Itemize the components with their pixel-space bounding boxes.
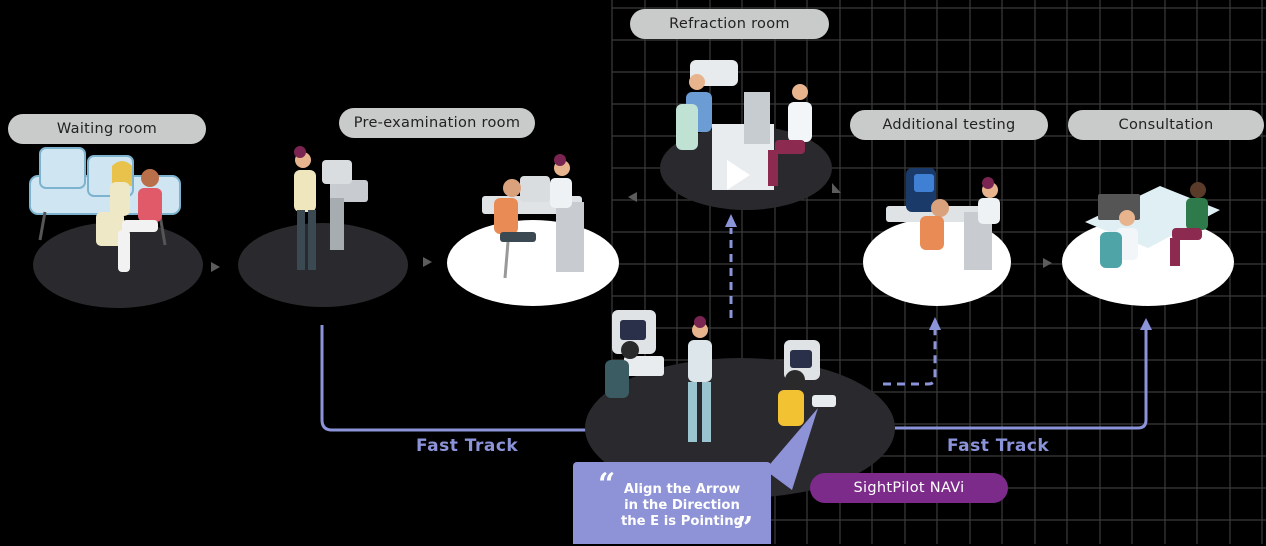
waiting-room-label: Waiting room	[8, 114, 206, 144]
navi-illustration	[605, 310, 836, 442]
dashed-arrow-additional	[883, 330, 937, 386]
pre-exam-dark-illustration	[294, 146, 368, 270]
instruction-quote-text: Align the Arrow in the Direction the E i…	[612, 482, 752, 530]
fast-track-right-label: Fast Track	[947, 436, 1050, 456]
fast-track-left-line	[320, 325, 588, 432]
close-quote-mark: ”	[736, 511, 754, 546]
flow-arrows	[211, 183, 1052, 272]
arrow-up-icon	[725, 214, 737, 227]
waiting-room-illustration	[29, 147, 181, 272]
consultation-label: Consultation	[1068, 110, 1264, 140]
sightpilot-navi-label: SightPilot NAVi	[810, 473, 1008, 503]
refraction-illustration	[676, 60, 812, 190]
fast-track-left-label: Fast Track	[416, 436, 519, 456]
arrow-up-icon	[929, 317, 941, 330]
pre-exam-room-label: Pre-examination room	[339, 108, 535, 138]
pre-exam-light-illustration	[482, 154, 584, 279]
pre-exam-platform-dark	[238, 223, 408, 307]
instruction-quote-box	[573, 462, 771, 544]
quote-line-1: Align the Arrow	[623, 482, 741, 497]
quote-pointer	[765, 408, 818, 490]
additional-testing-illustration	[886, 168, 1000, 270]
quote-line-2: in the Direction	[624, 498, 740, 513]
quote-line-3: the E is Pointing	[620, 514, 744, 529]
fast-track-right-line	[895, 330, 1148, 430]
additional-testing-label: Additional testing	[850, 110, 1048, 140]
open-quote-mark: “	[598, 467, 616, 502]
consultation-illustration	[1085, 182, 1220, 268]
arrow-up-icon	[1140, 318, 1152, 330]
refraction-room-label: Refraction room	[630, 9, 829, 39]
